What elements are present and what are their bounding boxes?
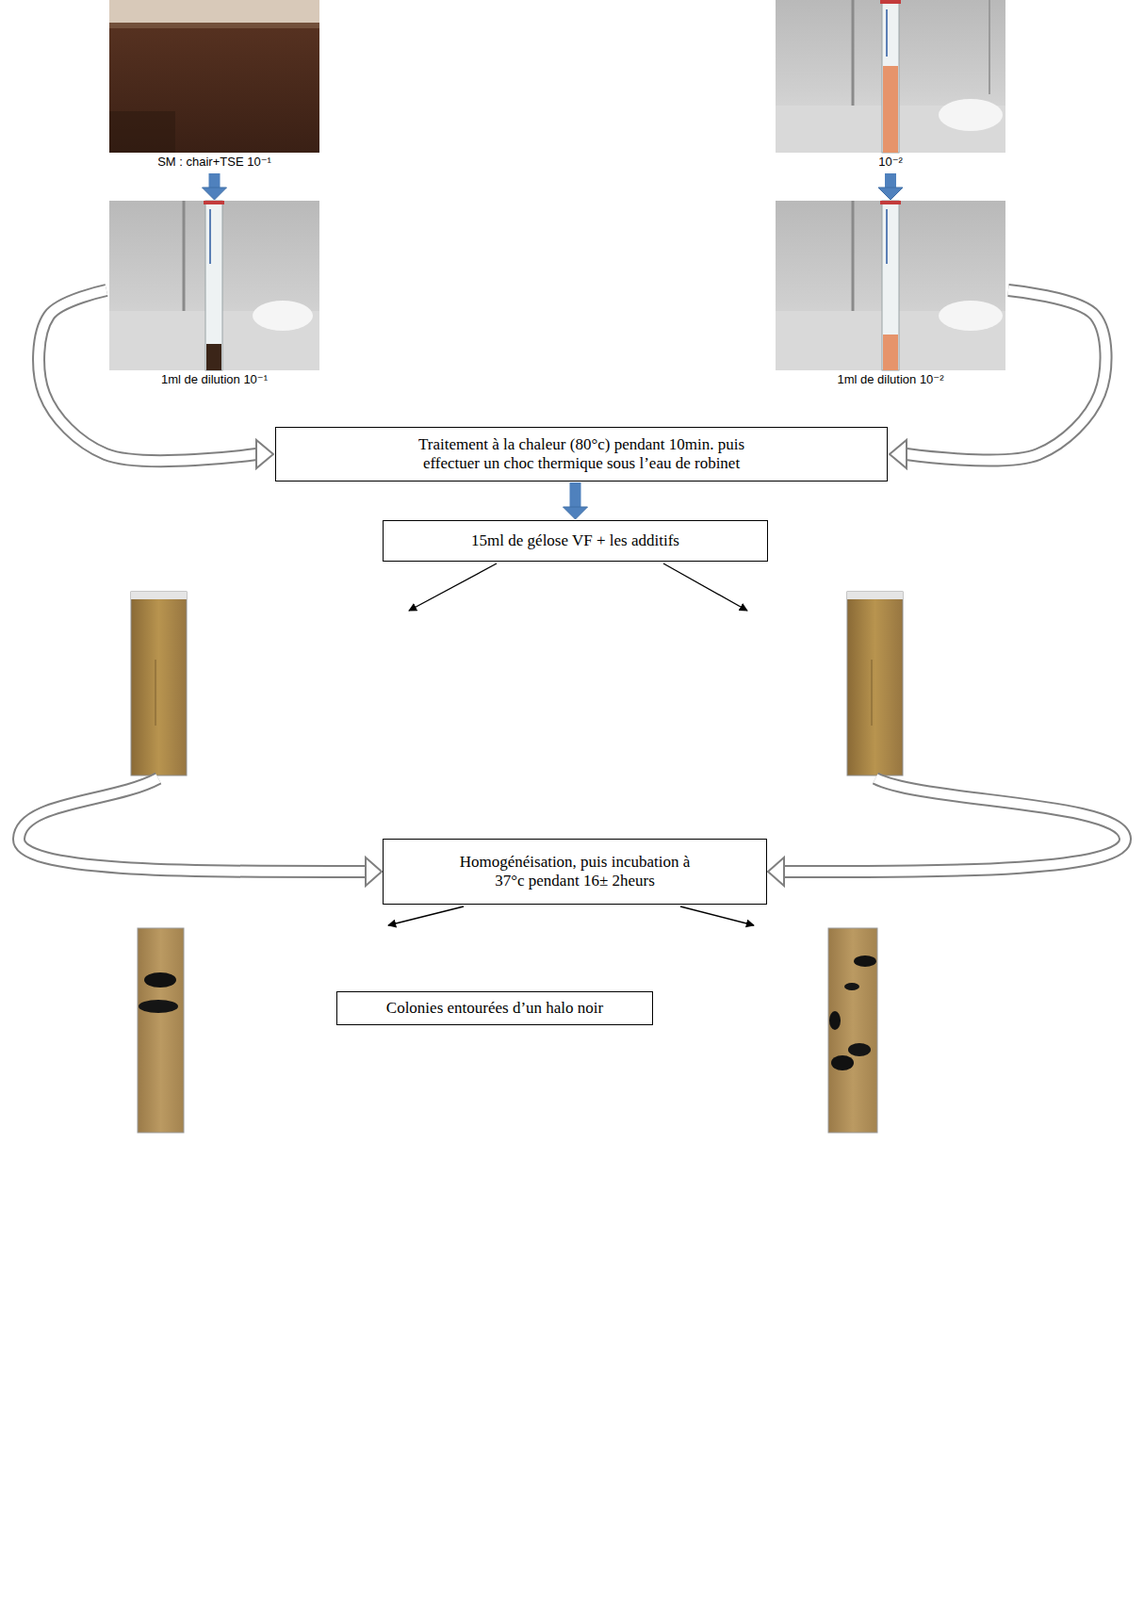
- flow-arrow: [878, 173, 903, 200]
- photo-panel: 1ml de dilution 10⁻²: [775, 200, 1006, 390]
- tube-rim: [880, 200, 901, 205]
- agar-column: [828, 928, 878, 1133]
- agar-tube: [847, 591, 903, 776]
- stand-rod: [851, 0, 855, 106]
- tube-marking: [209, 209, 212, 264]
- photo-ground: [109, 200, 320, 371]
- tube-photo: [109, 200, 320, 371]
- black-colony: [144, 972, 177, 988]
- hollow-arrow: [768, 778, 1126, 886]
- tube-reflection: [155, 659, 157, 726]
- test-tube: [205, 200, 223, 371]
- tube-photo: [775, 200, 1006, 371]
- photo-ground: [775, 0, 1006, 153]
- photo-caption: 1ml de dilution 10⁻¹: [109, 372, 320, 388]
- stand-rod: [851, 200, 855, 311]
- photo-panel: 1ml de dilution 10⁻¹: [109, 200, 320, 390]
- tube-cap: [130, 591, 187, 600]
- photo-area: [109, 200, 320, 373]
- arrow-head: [202, 187, 228, 200]
- box-text: Colonies entourées d’un halo noir: [343, 998, 646, 1018]
- photo-caption: 10⁻²: [775, 154, 1006, 170]
- stand-rod: [988, 0, 991, 95]
- photo-area: [775, 0, 1006, 155]
- arrow-head: [768, 857, 785, 886]
- agar-column: [137, 928, 184, 1133]
- cloth: [938, 98, 1003, 131]
- photo-panel: 10⁻²: [775, 0, 1006, 172]
- test-tube: [882, 200, 899, 371]
- agar-column: [130, 591, 187, 776]
- liquid: [882, 65, 899, 153]
- photo-caption: 1ml de dilution 10⁻²: [775, 372, 1006, 388]
- photo-caption: SM : chair+TSE 10⁻¹: [109, 154, 320, 170]
- split-arrow: [663, 563, 748, 611]
- black-colony: [853, 955, 877, 967]
- black-colony: [138, 999, 179, 1014]
- cloth: [938, 300, 1003, 331]
- box-text: Homogénéisation, puis incubation à 37°c …: [449, 852, 701, 891]
- liquid: [882, 334, 899, 371]
- result-tube: [137, 928, 184, 1133]
- split-arrow: [680, 906, 754, 926]
- black-colony: [829, 1011, 841, 1030]
- shadow: [109, 111, 176, 153]
- process-box: Traitement à la chaleur (80°c) pendant 1…: [275, 426, 888, 482]
- photo-ground: [109, 0, 320, 153]
- arrow-body: [209, 173, 221, 188]
- box-text: Traitement à la chaleur (80°c) pendant 1…: [406, 435, 757, 474]
- process-box: 15ml de gélose VF + les additifs: [382, 520, 769, 562]
- tube-reflection: [871, 659, 873, 726]
- tube-marking: [885, 9, 888, 57]
- split-arrow: [388, 906, 464, 926]
- cloth: [252, 300, 313, 331]
- result-tube: [828, 928, 878, 1133]
- photo-ground: [775, 200, 1006, 371]
- arrow-body: [884, 173, 897, 188]
- liquid-surface: [109, 22, 320, 29]
- flow-arrow: [563, 482, 589, 520]
- test-tube: [882, 0, 899, 153]
- hollow-arrow: [18, 778, 382, 886]
- process-box: Homogénéisation, puis incubation à 37°c …: [382, 838, 768, 905]
- arrow-head: [256, 440, 274, 469]
- process-box: Colonies entourées d’un halo noir: [336, 991, 654, 1026]
- black-colony: [844, 982, 860, 991]
- liquid: [206, 343, 222, 371]
- arrow-outline: [784, 778, 1126, 872]
- split-arrow: [408, 563, 497, 611]
- black-colony: [831, 1055, 854, 1071]
- arrow-head: [563, 506, 589, 520]
- arrow-body: [570, 482, 582, 507]
- photo-panel: SM : chair+TSE 10⁻¹: [109, 0, 320, 172]
- arrow-body: [18, 778, 366, 872]
- beaker-photo: [109, 0, 320, 153]
- arrow-outline: [18, 778, 366, 872]
- tube-cap: [847, 591, 903, 600]
- arrow-head: [365, 857, 382, 886]
- tube-photo: [775, 0, 1006, 153]
- flow-arrow: [202, 173, 228, 200]
- tube-marking: [885, 209, 888, 264]
- arrow-head: [878, 187, 903, 200]
- tube-rim: [880, 0, 901, 4]
- box-text: 15ml de gélose VF + les additifs: [396, 531, 755, 551]
- arrow-body: [784, 778, 1126, 872]
- foam-band: [109, 0, 320, 23]
- photo-area: [109, 0, 320, 155]
- agar-tube: [130, 591, 187, 776]
- tube-rim: [203, 200, 225, 205]
- agar-column: [847, 591, 903, 776]
- arrow-head: [889, 440, 907, 469]
- black-colony: [848, 1043, 871, 1057]
- stand-rod: [182, 200, 186, 311]
- photo-area: [775, 200, 1006, 373]
